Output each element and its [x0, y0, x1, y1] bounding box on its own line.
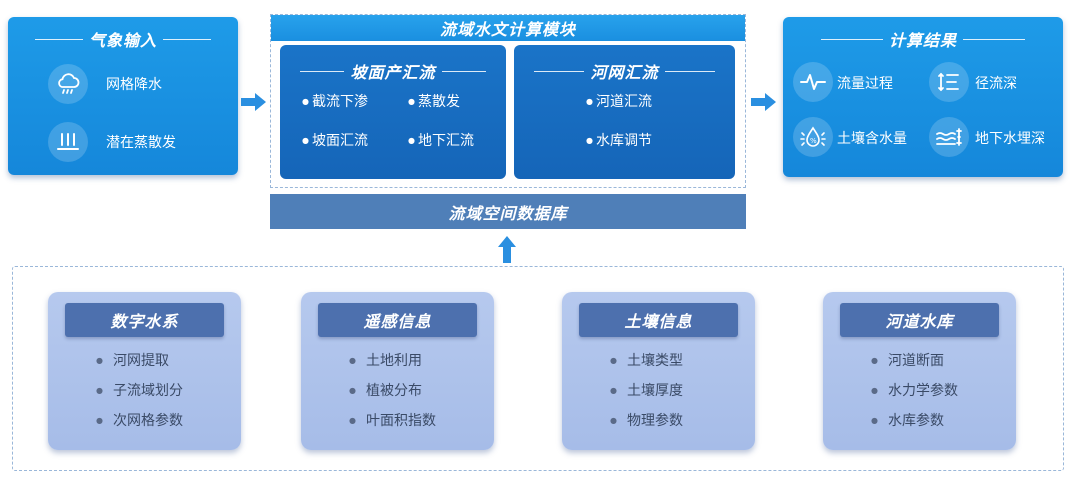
card-title: 土壤信息: [579, 303, 738, 337]
soil-moisture-icon: %: [793, 117, 833, 157]
river-header: 河网汇流: [514, 59, 735, 83]
pulse-icon: [793, 62, 833, 102]
evaporation-icon: [48, 122, 88, 162]
results-panel: 计算结果 流量过程 径流深 % 土壤含水量 地下水埋: [783, 17, 1063, 177]
svg-text:%: %: [810, 137, 817, 145]
slope-item: 坡面汇流: [302, 130, 368, 150]
card-item: 土壤厚度: [610, 380, 683, 400]
card-title: 数字水系: [65, 303, 224, 337]
source-card-soil: 土壤信息 土壤类型 土壤厚度 物理参数: [562, 292, 755, 450]
card-item: 子流域划分: [96, 380, 183, 400]
runoff-depth-icon: [929, 62, 969, 102]
arrow-up-icon: [498, 236, 516, 263]
slope-runoff-panel: 坡面产汇流 截流下渗 蒸散发 坡面汇流 地下汇流: [280, 45, 506, 179]
source-card-remote-sensing: 遥感信息 土地利用 植被分布 叶面积指数: [301, 292, 494, 450]
result-item-label: 流量过程: [837, 76, 893, 92]
meteo-title: 气象输入: [88, 31, 157, 50]
card-item: 河网提取: [96, 350, 169, 370]
results-header: 计算结果: [783, 27, 1063, 51]
card-item: 水库参数: [871, 410, 944, 430]
arrow-right-icon: [241, 93, 266, 111]
slope-title: 坡面产汇流: [350, 63, 436, 82]
card-item: 河道断面: [871, 350, 944, 370]
card-title: 河道水库: [840, 303, 999, 337]
card-item: 叶面积指数: [349, 410, 436, 430]
result-item-label: 径流深: [975, 76, 1017, 92]
river-item: 河道汇流: [586, 91, 652, 111]
meteo-header: 气象输入: [8, 27, 238, 51]
result-item-label: 土壤含水量: [837, 131, 907, 147]
card-item: 水力学参数: [871, 380, 958, 400]
slope-item: 截流下渗: [302, 91, 368, 111]
source-card-river-reservoir: 河道水库 河道断面 水力学参数 水库参数: [823, 292, 1016, 450]
card-item: 植被分布: [349, 380, 422, 400]
card-item: 物理参数: [610, 410, 683, 430]
slope-header: 坡面产汇流: [280, 59, 506, 83]
spatial-database-bar: 流域空间数据库: [270, 194, 746, 229]
card-item: 土壤类型: [610, 350, 683, 370]
meteo-item-label: 潜在蒸散发: [106, 135, 176, 151]
arrow-right-icon: [751, 93, 776, 111]
rain-cloud-icon: [48, 64, 88, 104]
hydrology-module: 流域水文计算模块 坡面产汇流 截流下渗 蒸散发 坡面汇流 地下汇流 河网汇流 河…: [270, 14, 746, 188]
results-title: 计算结果: [888, 31, 957, 50]
card-item: 土地利用: [349, 350, 422, 370]
meteo-item-label: 网格降水: [106, 77, 162, 93]
card-item: 次网格参数: [96, 410, 183, 430]
module-title: 流域水文计算模块: [271, 15, 745, 41]
river-title: 河网汇流: [590, 63, 659, 82]
slope-item: 地下汇流: [408, 130, 474, 150]
meteo-input-panel: 气象输入 网格降水 潜在蒸散发: [8, 17, 238, 175]
river-network-panel: 河网汇流 河道汇流 水库调节: [514, 45, 735, 179]
result-item-label: 地下水埋深: [975, 131, 1045, 147]
source-card-digital-water: 数字水系 河网提取 子流域划分 次网格参数: [48, 292, 241, 450]
card-title: 遥感信息: [318, 303, 477, 337]
slope-item: 蒸散发: [408, 91, 460, 111]
river-item: 水库调节: [586, 130, 652, 150]
groundwater-icon: [929, 117, 969, 157]
